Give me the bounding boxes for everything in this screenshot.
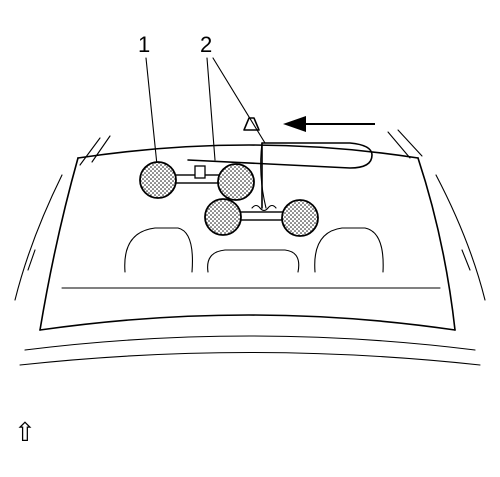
- right-pillar: [417, 157, 456, 331]
- cable-drop-inner: [260, 142, 267, 209]
- right-trim-accent: [461, 249, 471, 271]
- cable-loop: [187, 142, 373, 169]
- leader-line-2b: [212, 57, 266, 144]
- tool-1-clamp: [194, 165, 206, 179]
- right-outer-body: [435, 174, 486, 301]
- leader-line-2a: [206, 57, 216, 161]
- headrest-center: [207, 249, 300, 273]
- suction-cup-tool-1: [139, 161, 255, 201]
- callout-label-1: 1: [138, 32, 150, 57]
- tool-1-cup-right: [217, 163, 255, 201]
- left-arrow-icon: [283, 116, 375, 132]
- right-pillar-accent-b: [397, 129, 423, 157]
- right-pillar-accent-a: [387, 131, 411, 159]
- leader-lines: [145, 57, 266, 166]
- left-pillar-accent-b: [91, 135, 111, 163]
- leader-line-1: [145, 57, 158, 166]
- callout-label-2: 2: [200, 32, 212, 57]
- left-trim-accent: [27, 249, 36, 271]
- forward-arrow-icon: ⇧: [14, 418, 36, 448]
- headrests: [124, 227, 384, 273]
- roof-marker-icon: [243, 117, 260, 131]
- headrest-left: [124, 227, 193, 273]
- left-pillar: [39, 157, 79, 331]
- rear-deck-lower-line: [19, 351, 481, 366]
- tool-2-clamp: [251, 204, 277, 212]
- left-outer-body: [14, 174, 63, 301]
- vehicle-outline: [14, 129, 486, 366]
- rear-window-bottom-edge: [39, 314, 456, 331]
- suction-cup-tool-2: [204, 198, 319, 237]
- rear-deck-line: [24, 335, 476, 351]
- left-pillar-accent-a: [79, 137, 101, 166]
- rear-window-top-edge: [77, 144, 419, 159]
- tool-2-cup-right: [281, 199, 319, 237]
- headrest-right: [314, 227, 384, 273]
- tool-2-cup-left: [204, 198, 242, 236]
- tool-1-cup-left: [139, 161, 177, 199]
